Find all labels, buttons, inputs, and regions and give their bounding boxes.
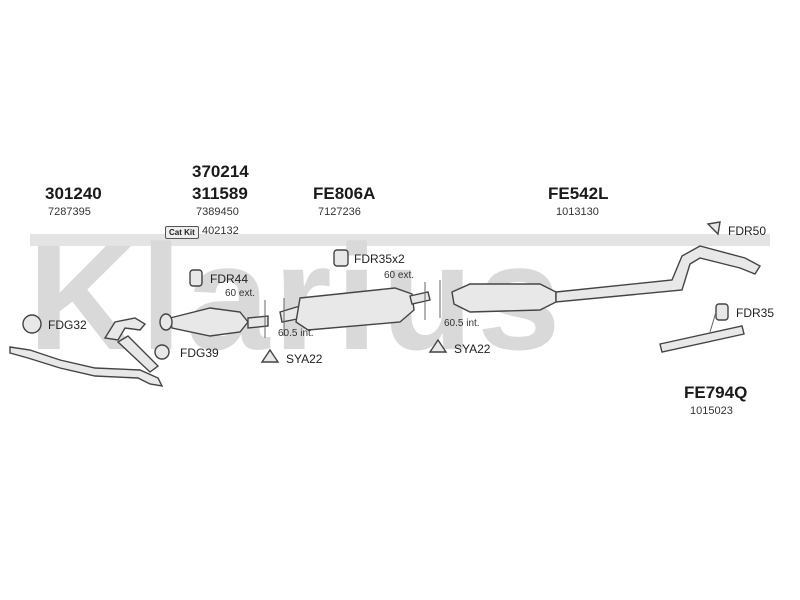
fitting-sya22-label-b: SYA22 <box>454 342 491 356</box>
part-311589-number: 311589 <box>192 184 248 203</box>
fdr50-hanger <box>706 221 721 236</box>
part-fe806a-ref: 7127236 <box>318 206 361 218</box>
annotation-60-5-int-a: 60.5 int. <box>278 328 314 339</box>
catkit-ref: 402132 <box>202 225 239 237</box>
fdr44-rubber <box>189 269 203 287</box>
fitting-fdr44-label: FDR44 <box>210 272 249 286</box>
cat-inlet-flange <box>159 313 173 331</box>
rear-silencer <box>451 283 557 313</box>
fitting-fdr35x2-label: FDR35x2 <box>354 252 405 266</box>
annotation-60-5-int-b: 60.5 int. <box>444 318 480 329</box>
front-silencer <box>295 287 415 331</box>
flex-joint <box>116 335 160 373</box>
part-fe794q-number: FE794Q <box>684 383 748 402</box>
fdr35-rubber <box>715 303 729 321</box>
sya22-clamp-a <box>260 348 280 363</box>
part-311589-ref: 7389450 <box>196 206 239 218</box>
catkit-badge: Cat Kit <box>165 226 199 239</box>
watermark-bar <box>30 234 770 246</box>
catalytic-converter <box>169 307 249 337</box>
front-silencer-outlet <box>409 291 431 305</box>
fitting-fdg39-label: FDG39 <box>180 346 219 360</box>
part-301240-ref: 7287395 <box>48 206 91 218</box>
part-fe542l-number: FE542L <box>548 184 609 203</box>
part-301240-number: 301240 <box>45 184 102 203</box>
part-fe542l-ref: 1013130 <box>556 206 599 218</box>
fdr35x2-rubber <box>333 249 349 267</box>
part-fe794q-ref: 1015023 <box>690 405 733 417</box>
fitting-fdr35-label: FDR35 <box>736 306 775 320</box>
fe794q-leader <box>709 311 717 333</box>
rear-tailpipe <box>555 245 761 303</box>
fdg32-gasket <box>22 314 42 334</box>
downpipe-bend <box>103 317 147 341</box>
fitting-sya22-label-a: SYA22 <box>286 352 323 366</box>
tail-pipe-extension <box>659 325 745 353</box>
front-downpipe <box>9 346 164 387</box>
fdg39-gasket <box>154 344 170 360</box>
annotation-60-ext-b: 60 ext. <box>384 270 415 281</box>
cat-outlet-pipe <box>247 315 269 329</box>
fitting-fdg32-label: FDG32 <box>48 318 87 332</box>
fitting-fdr50-label: FDR50 <box>728 224 767 238</box>
part-370214-number: 370214 <box>192 162 249 181</box>
sya22-clamp-b <box>428 338 448 353</box>
annotation-60-ext-a: 60 ext. <box>225 288 256 299</box>
part-fe806a-number: FE806A <box>313 184 376 203</box>
